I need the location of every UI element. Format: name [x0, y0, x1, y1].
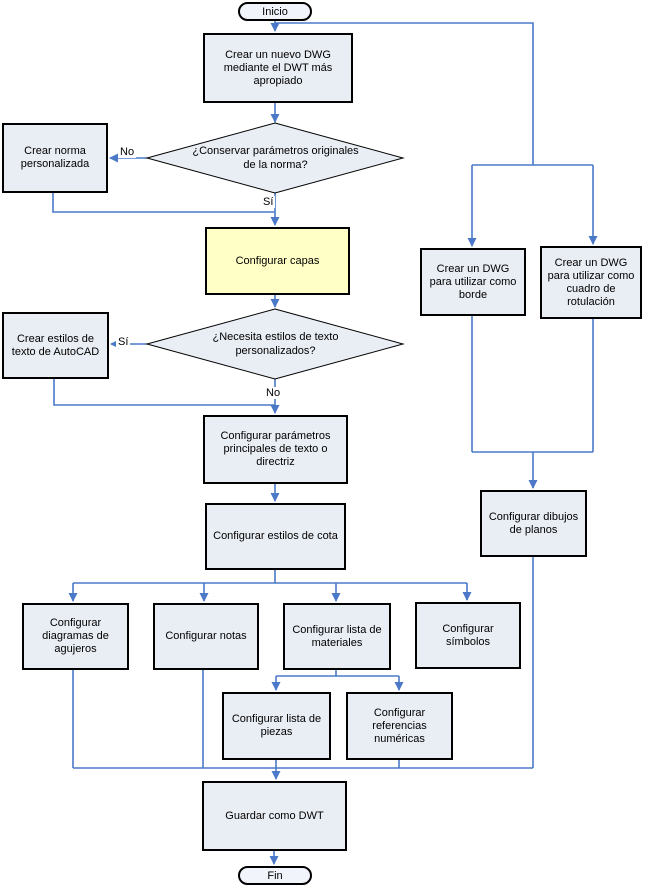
- node-configurar-capas: Configurar capas: [205, 227, 350, 295]
- node-crear-dwg-borde: Crear un DWG para utilizar como borde: [420, 248, 526, 316]
- node-crear-estilos-texto-autocad: Crear estilos de texto de AutoCAD: [2, 312, 109, 379]
- flow-edges: [52, 20, 598, 865]
- node-guardar-como-dwt: Guardar como DWT: [202, 781, 347, 851]
- node-configurar-lista-piezas: Configurar lista de piezas: [222, 692, 331, 760]
- edge-label-si-estilos: Sí: [116, 336, 131, 348]
- diamond-conservar-parametros: [145, 122, 405, 194]
- node-configurar-simbolos: Configurar símbolos: [415, 602, 521, 669]
- edge-label-si-conservar: Sí: [261, 196, 276, 208]
- node-crear-norma-personalizada: Crear norma personalizada: [2, 123, 108, 193]
- decision-diamonds: [145, 122, 405, 380]
- end-terminator: Fin: [238, 866, 312, 885]
- node-configurar-lista-materiales: Configurar lista de materiales: [283, 603, 391, 670]
- edge-label-no-estilos: No: [264, 387, 283, 399]
- node-configurar-estilos-cota: Configurar estilos de cota: [205, 503, 346, 570]
- decision-conservar-parametros-label: ¿Conservar parámetros originales de la n…: [192, 145, 359, 171]
- node-crear-nuevo-dwg: Crear un nuevo DWG mediante el DWT más a…: [203, 33, 353, 103]
- decision-necesita-estilos-label: ¿Necesita estilos de texto personalizado…: [212, 331, 339, 357]
- edge-label-no-conservar: No: [118, 146, 137, 158]
- start-terminator: Inicio: [238, 2, 312, 21]
- node-crear-dwg-cuadro-rotulacion: Crear un DWG para utilizar como cuadro d…: [540, 246, 642, 319]
- node-configurar-notas: Configurar notas: [153, 603, 259, 670]
- node-configurar-referencias-numericas: Configurar referencias numéricas: [346, 692, 453, 760]
- diamond-necesita-estilos: [145, 308, 405, 380]
- node-configurar-dibujos-planos: Configurar dibujos de planos: [480, 490, 587, 557]
- node-configurar-parametros-texto: Configurar parámetros principales de tex…: [203, 415, 348, 484]
- node-configurar-diagramas-agujeros: Configurar diagramas de agujeros: [22, 603, 129, 670]
